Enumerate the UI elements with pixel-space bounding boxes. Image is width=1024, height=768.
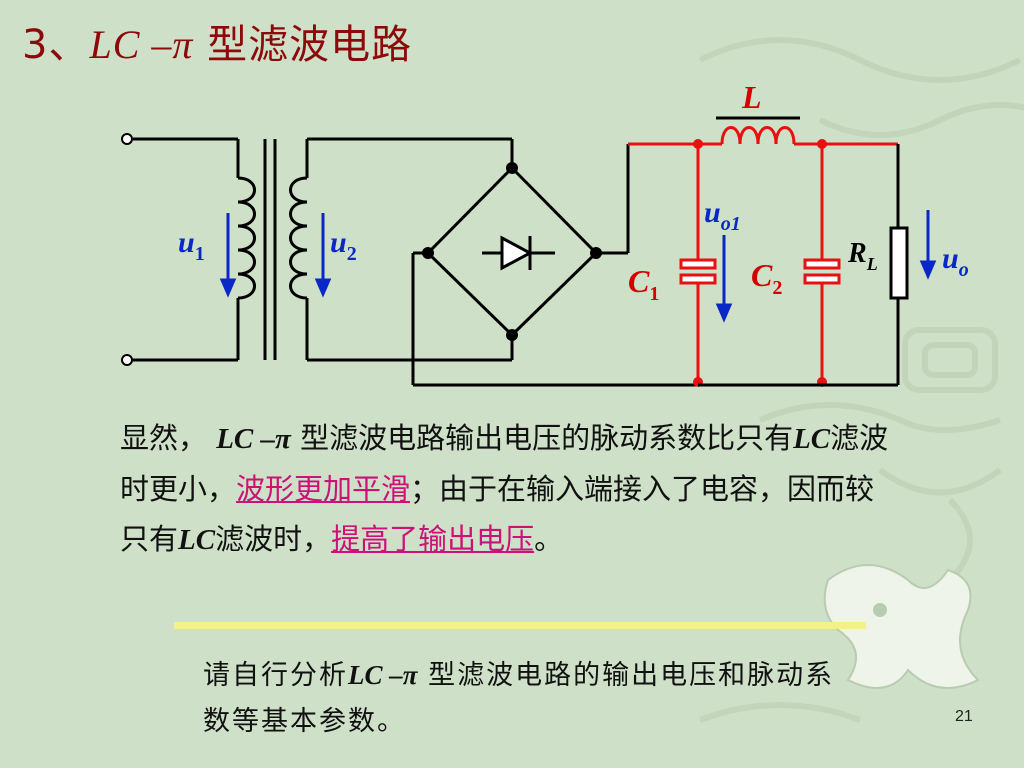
dragon-ornament [823,564,980,689]
label-u2: u2 [330,226,357,265]
label-RL: RL [847,238,878,274]
para-lc: LC [793,423,831,455]
para-lc: LC –π [216,423,291,455]
divider-line [174,622,866,629]
page-number: 21 [955,708,973,725]
diode-symbol [500,235,534,271]
capacitor-c1 [679,258,717,285]
input-terminal-bottom [121,354,133,366]
exercise-question: 请自行分析LC –π 型滤波电路的输出电压和脉动系数等基本参数。 [203,652,843,745]
transformer-primary [133,137,256,362]
load-resistor [889,226,909,300]
para-text: 。 [534,522,564,556]
transformer-core [263,139,277,360]
label-u1: u1 [178,226,205,265]
para-lc: LC [178,524,216,556]
label-uo: uo [942,242,969,281]
highlight-higher-output-voltage[interactable]: 提高了输出电压 [331,522,535,556]
label-uo1: uo1 [704,196,741,235]
para-text: 滤波时， [215,522,332,556]
question-text: 请自行分析 [203,660,348,691]
highlight-smoother-waveform[interactable]: 波形更加平滑 [236,472,411,506]
para-text: ；由于在输入端接入了电容，因而较只有 [120,472,875,556]
rectifier-output-wires [411,144,698,387]
title-number: 3、 [22,22,90,68]
capacitor-c2 [803,258,841,285]
voltage-arrows [219,210,937,323]
question-lc: LC –π [348,660,418,690]
bridge-rectifier [425,165,599,338]
label-C1: C1 [628,263,659,305]
para-text: 滤波时更小， [120,421,889,506]
explanation-paragraph: 显然， LC –π 型滤波电路输出电压的脉动系数比只有LC滤波时更小，波形更加平… [120,413,890,565]
label-C2: C2 [751,257,782,299]
lc-pi-filter-circuit: L u1 u2 uo1 C1 C2 RL uo [121,79,969,387]
label-L: L [741,79,762,115]
pi-filter [628,126,898,382]
transformer-secondary [289,137,514,362]
question-text: 型滤波电路的输出电压和脉动系数等基本参数。 [203,660,835,737]
para-text: 显然， [120,421,217,455]
para-text: 型滤波电路输出电压的脉动系数比只有 [290,421,794,455]
page-title: 3、LC –π 型滤波电路 [22,12,412,70]
load-resistor-wires [698,144,909,387]
title-text: 型滤波电路 [193,22,413,68]
title-lc: LC –π [89,22,194,67]
inductor-L [720,126,796,145]
input-terminal-top [121,133,133,145]
